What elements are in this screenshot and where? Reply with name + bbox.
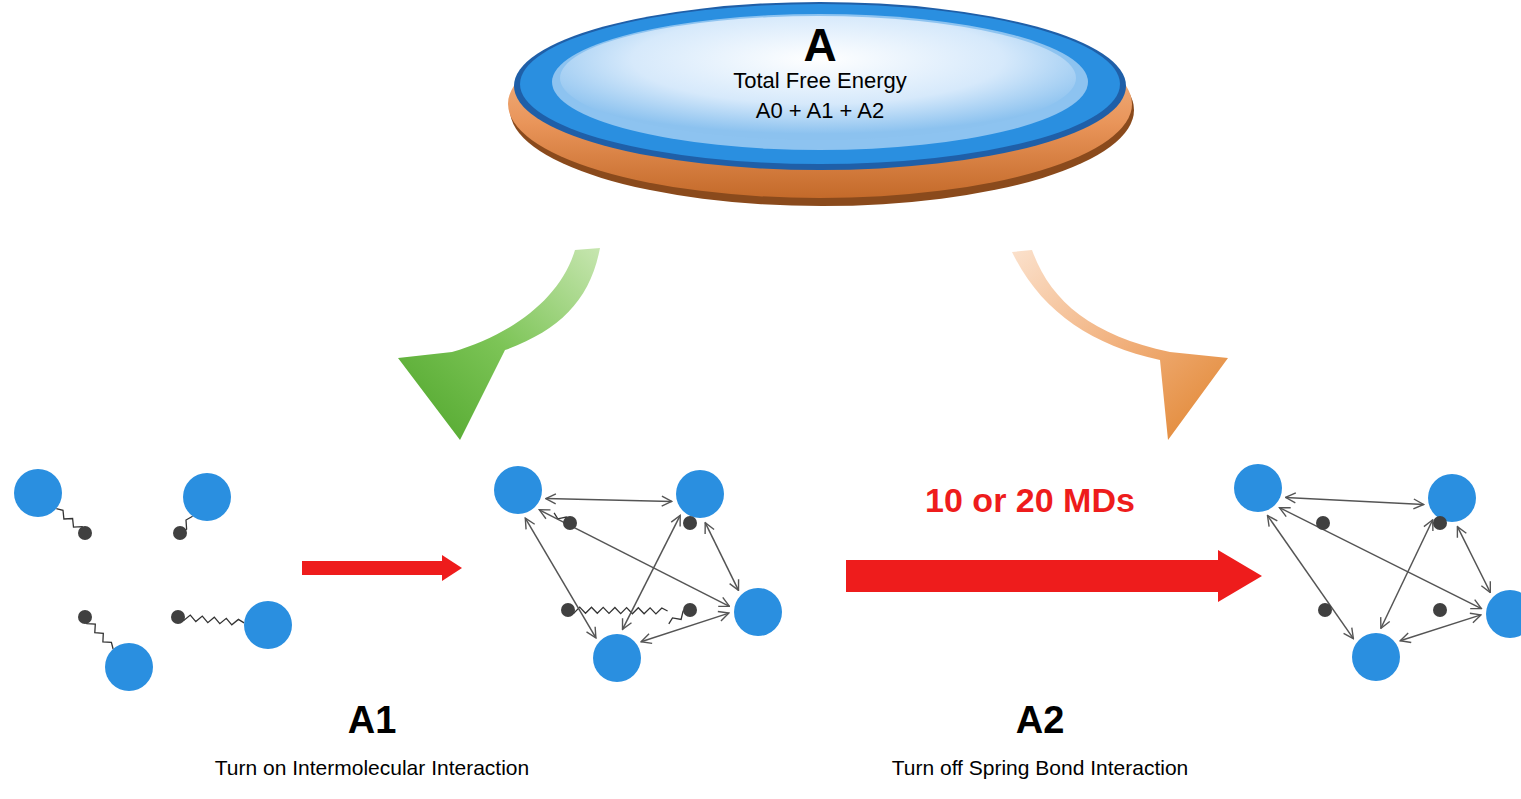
node-heading: A [512, 14, 1128, 76]
red-arrows [302, 550, 1262, 602]
spring-bond [568, 607, 668, 614]
interaction-arrow [546, 499, 672, 502]
site-dot [1433, 603, 1447, 617]
interaction-arrow [705, 523, 738, 591]
site-dot [78, 610, 92, 624]
stage-label: A1 [348, 700, 397, 742]
site-dot [683, 603, 697, 617]
interaction-arrow [539, 510, 729, 607]
orange-arrow [1012, 250, 1228, 440]
molecule [1234, 464, 1282, 512]
site-dot [173, 526, 187, 540]
energy-ellipse: ATotal Free Energy A0 + A1 + A2 [512, 0, 1128, 172]
molecule [1428, 474, 1476, 522]
molecule [494, 466, 542, 514]
interaction-arrow [1280, 508, 1482, 609]
site-dot [171, 610, 185, 624]
interaction-arrow [1381, 520, 1433, 629]
interaction-arrow [1268, 516, 1354, 639]
interaction-arrow [1400, 615, 1481, 641]
molecule [244, 601, 292, 649]
molecule [105, 643, 153, 691]
molecule [734, 588, 782, 636]
spring-bonds [56, 509, 693, 649]
stage-description: Turn on Intermolecular Interaction [215, 756, 529, 779]
interaction-arrow [623, 515, 681, 629]
molecule [593, 634, 641, 682]
site-dot [1433, 516, 1447, 530]
stage-description: Turn off Spring Bond Interaction [892, 756, 1189, 779]
site-dot [1316, 516, 1330, 530]
interaction-arrow [641, 613, 729, 642]
interaction-arrow [1286, 497, 1424, 504]
node-body: Total Free Energy A0 + A1 + A2 [725, 66, 915, 125]
interaction-arrow [525, 518, 596, 638]
site-dot [1318, 603, 1332, 617]
site-dot [78, 526, 92, 540]
step-count: 10 or 20 MDs [925, 482, 1135, 519]
site-dot [683, 516, 697, 530]
interaction-arrow [1457, 527, 1490, 593]
molecule [676, 470, 724, 518]
molecule [1352, 633, 1400, 681]
spring-bond [178, 615, 244, 625]
molecule [14, 469, 62, 517]
molecule [1486, 590, 1521, 638]
molecule [183, 473, 231, 521]
green-arrow [398, 248, 600, 440]
site-dot [563, 516, 577, 530]
interaction-arrows [525, 497, 1490, 641]
site-dot [561, 603, 575, 617]
stage-label: A2 [1016, 700, 1065, 742]
particles [14, 464, 1521, 691]
